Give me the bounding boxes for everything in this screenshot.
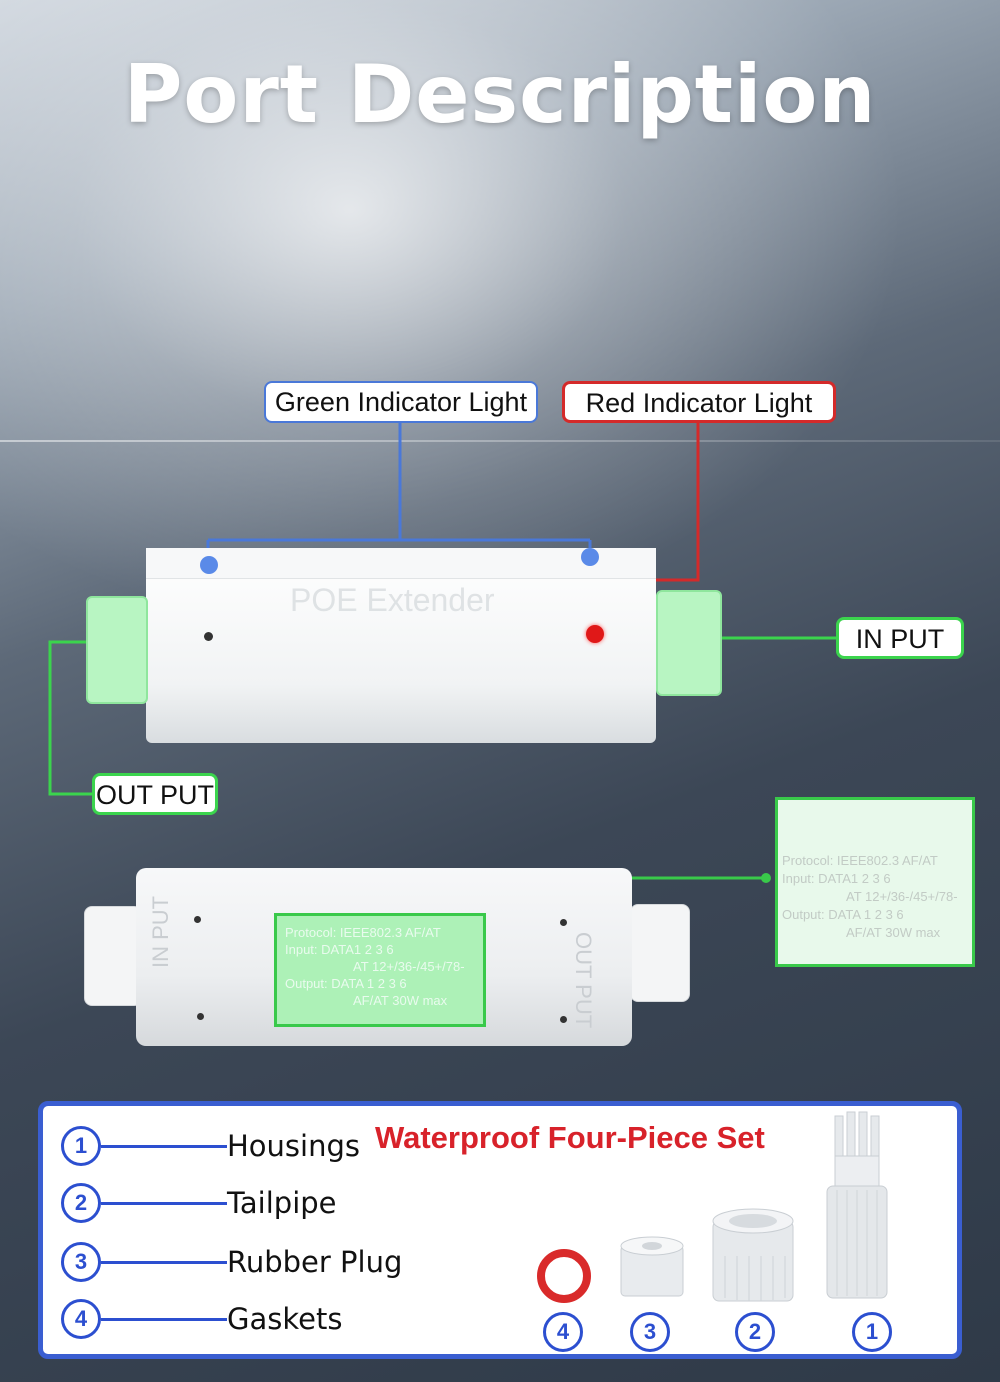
number-badge: 3 — [61, 1242, 101, 1282]
indicator-marker-dot — [581, 548, 599, 566]
legend-label-housings: Housings — [227, 1129, 360, 1163]
green-led-hole — [204, 632, 213, 641]
screw-hole — [560, 1016, 567, 1023]
poe-extender-front — [146, 548, 656, 743]
spec-zoom-input-1: Input: DATA1 2 3 6 — [782, 871, 891, 886]
spec-zoom-output-2: AF/AT 30W max — [846, 925, 941, 940]
green-indicator-label: Green Indicator Light — [264, 381, 538, 423]
screw-hole — [194, 916, 201, 923]
input-connector — [84, 906, 142, 1006]
spec-label-area: Protocol: IEEE802.3 AF/AT Input: DATA1 2… — [274, 913, 486, 1027]
spec-protocol: Protocol: IEEE802.3 AF/AT — [285, 925, 441, 940]
parts-illustration — [537, 1111, 888, 1303]
side-label-output: OUT PUT — [571, 932, 596, 1029]
number-badge: 2 — [61, 1183, 101, 1223]
spec-input-2: AT 12+/36-/45+/78- — [353, 959, 465, 974]
background-floor-line — [0, 440, 1000, 442]
legend-label-gaskets: Gaskets — [227, 1302, 343, 1336]
legend-label-tailpipe: Tailpipe — [227, 1186, 337, 1220]
legend-connector — [101, 1318, 227, 1321]
spec-zoom-protocol: Protocol: IEEE802.3 AF/AT — [782, 853, 938, 868]
poe-extender-top-face — [146, 548, 656, 579]
legend-connector — [101, 1261, 227, 1264]
spec-zoom-dot — [761, 873, 771, 883]
part-number-tailpipe: 2 — [735, 1312, 775, 1352]
part-number-housing: 1 — [852, 1312, 892, 1352]
rubber-plug-icon — [620, 1236, 684, 1297]
red-indicator-label: Red Indicator Light — [562, 381, 836, 423]
screw-hole — [560, 919, 567, 926]
red-led — [586, 625, 604, 643]
part-number-gasket: 4 — [543, 1312, 583, 1352]
number-badge: 4 — [61, 1299, 101, 1339]
output-line — [48, 640, 92, 796]
legend-connector — [101, 1145, 227, 1148]
set-title: Waterproof Four-Piece Set — [375, 1120, 765, 1155]
spec-zoom-input-2: AT 12+/36-/45+/78- — [846, 889, 958, 904]
spec-zoom-output-1: Output: DATA 1 2 3 6 — [782, 907, 904, 922]
device-printed-name: POE Extender — [290, 582, 495, 618]
spec-input-1: Input: DATA1 2 3 6 — [285, 942, 394, 957]
page-title: Port Description — [123, 48, 877, 141]
output-connector — [630, 904, 690, 1002]
gasket-icon — [537, 1249, 591, 1303]
screw-hole — [197, 1013, 204, 1020]
tailpipe-icon — [712, 1208, 794, 1302]
side-label-input: IN PUT — [148, 895, 173, 968]
output-label: OUT PUT — [92, 773, 218, 815]
spec-output-1: Output: DATA 1 2 3 6 — [285, 976, 407, 991]
spec-output-2: AF/AT 30W max — [353, 993, 448, 1008]
indicator-marker-dot — [200, 556, 218, 574]
waterproof-set-panel: Waterproof Four-Piece Set 1 Housings 2 T… — [38, 1101, 962, 1359]
input-label: IN PUT — [836, 617, 964, 659]
output-port-cap — [86, 596, 148, 704]
housing-icon — [826, 1111, 888, 1299]
legend-label-rubber-plug: Rubber Plug — [227, 1245, 403, 1279]
legend-connector — [101, 1202, 227, 1205]
number-badge: 1 — [61, 1126, 101, 1166]
spec-zoom-box: Protocol: IEEE802.3 AF/AT Input: DATA1 2… — [775, 797, 975, 967]
part-number-rubber-plug: 3 — [630, 1312, 670, 1352]
input-port-cap — [656, 590, 722, 696]
